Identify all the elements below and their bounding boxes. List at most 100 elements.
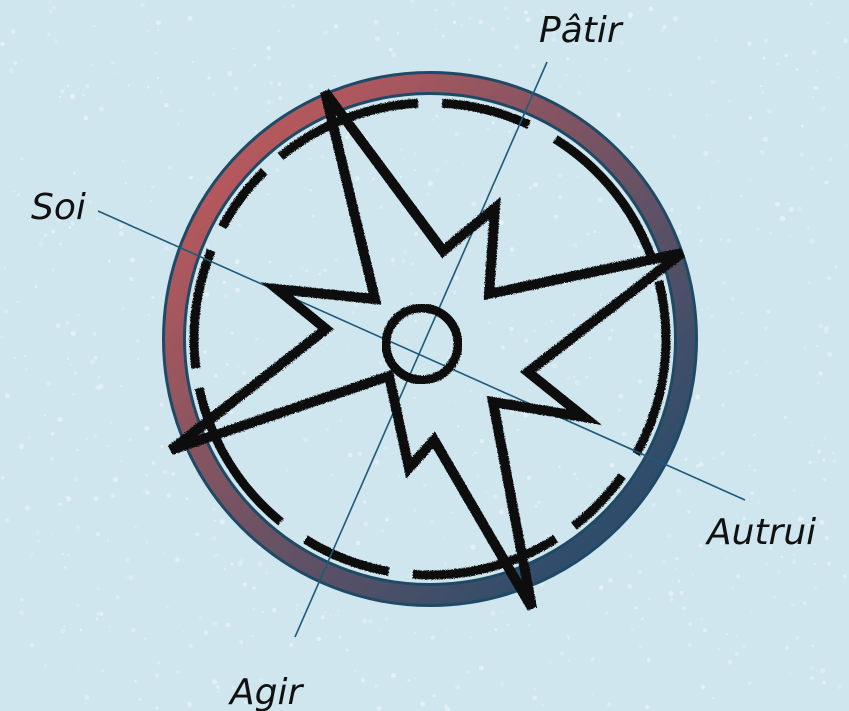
speckle xyxy=(391,52,396,57)
speckle xyxy=(480,439,484,443)
speckle xyxy=(25,368,28,371)
speckle xyxy=(697,316,700,319)
speckle xyxy=(392,452,394,454)
speckle xyxy=(411,262,414,265)
speckle xyxy=(13,61,16,64)
speckle xyxy=(157,661,160,664)
speckle xyxy=(717,647,720,650)
speckle xyxy=(649,160,651,162)
speckle xyxy=(573,472,576,475)
speckle xyxy=(347,305,348,306)
speckle xyxy=(628,554,632,558)
speckle xyxy=(454,276,459,281)
speckle xyxy=(19,444,24,449)
speckle xyxy=(445,161,447,163)
speckle xyxy=(233,48,235,50)
speckle xyxy=(550,661,552,663)
speckle xyxy=(305,269,308,272)
speckle xyxy=(520,497,521,498)
speckle xyxy=(442,35,445,38)
speckle xyxy=(354,303,359,308)
speckle xyxy=(618,408,622,412)
speckle xyxy=(435,168,440,173)
speckle xyxy=(481,287,483,289)
speckle xyxy=(458,61,459,62)
speckle xyxy=(814,586,817,589)
speckle xyxy=(588,82,589,83)
speckle xyxy=(688,643,692,647)
speckle xyxy=(230,652,231,653)
speckle xyxy=(113,477,118,482)
speckle xyxy=(485,492,486,493)
speckle xyxy=(100,385,102,387)
speckle xyxy=(285,599,287,601)
speckle xyxy=(410,292,414,296)
speckle xyxy=(735,652,739,656)
speckle xyxy=(107,445,109,447)
speckle xyxy=(791,559,796,564)
speckle xyxy=(824,326,829,331)
speckle xyxy=(397,251,399,253)
speckle xyxy=(203,351,206,354)
speckle xyxy=(0,336,3,339)
speckle xyxy=(414,632,416,634)
speckle xyxy=(669,591,674,596)
speckle xyxy=(99,106,104,111)
speckle xyxy=(426,192,430,196)
speckle xyxy=(575,380,580,385)
speckle xyxy=(769,433,770,434)
speckle xyxy=(423,484,426,487)
speckle xyxy=(356,541,360,545)
speckle xyxy=(838,77,840,79)
speckle xyxy=(566,57,569,60)
speckle xyxy=(818,164,819,165)
speckle xyxy=(381,529,385,533)
speckle xyxy=(479,20,484,25)
speckle xyxy=(159,90,163,94)
speckle xyxy=(811,645,814,648)
label-agir: Agir xyxy=(228,672,304,711)
speckle xyxy=(413,152,416,155)
speckle xyxy=(707,307,709,309)
speckle xyxy=(240,559,244,563)
speckle xyxy=(147,86,150,89)
speckle xyxy=(530,683,532,685)
speckle xyxy=(155,673,159,677)
speckle xyxy=(818,324,823,329)
speckle xyxy=(804,613,805,614)
speckle xyxy=(576,292,577,293)
speckle xyxy=(206,244,209,247)
speckle xyxy=(255,130,258,133)
speckle xyxy=(119,460,121,462)
speckle xyxy=(469,17,471,19)
speckle xyxy=(145,474,148,477)
speckle xyxy=(214,374,218,378)
speckle xyxy=(230,411,234,415)
speckle xyxy=(815,70,817,72)
speckle xyxy=(48,671,49,672)
speckle xyxy=(514,45,519,50)
speckle xyxy=(284,5,286,7)
speckle xyxy=(357,187,359,189)
speckle xyxy=(803,601,807,605)
speckle xyxy=(599,585,603,589)
speckle xyxy=(763,137,768,142)
speckle xyxy=(267,193,269,195)
speckle xyxy=(533,183,538,188)
label-autrui: Autrui xyxy=(705,512,816,553)
speckle xyxy=(413,397,415,399)
speckle xyxy=(223,281,226,284)
speckle xyxy=(151,461,155,465)
speckle xyxy=(804,346,807,349)
speckle xyxy=(317,637,321,641)
speckle xyxy=(775,193,776,194)
speckle xyxy=(765,563,768,566)
speckle xyxy=(100,612,104,616)
speckle xyxy=(567,659,570,662)
speckle xyxy=(204,292,209,297)
speckle xyxy=(60,628,65,633)
speckle xyxy=(380,667,381,668)
speckle xyxy=(347,348,349,350)
speckle xyxy=(810,666,814,670)
speckle xyxy=(367,405,368,406)
